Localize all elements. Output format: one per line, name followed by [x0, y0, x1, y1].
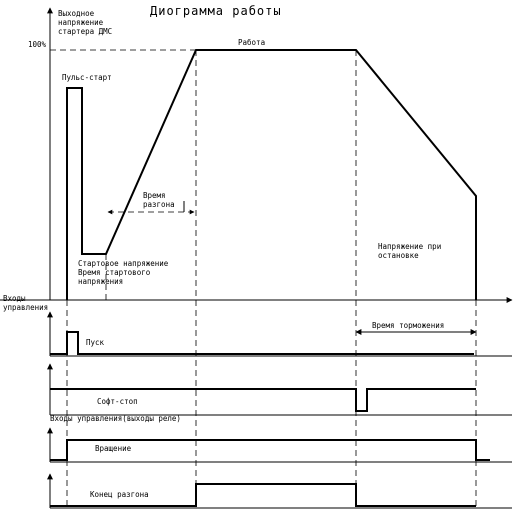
start-voltage-time-label-line-1: Время стартового — [78, 268, 151, 277]
diagram-title: Диограмма работы — [150, 4, 282, 18]
y-axis-label-line-1: Выходное — [58, 9, 95, 18]
y-axis-label-line-2: напряжение — [58, 18, 104, 27]
stop-voltage-label-line-2: остановке — [378, 251, 419, 260]
stop-voltage-label-line-1: Напряжение при — [378, 242, 441, 251]
accel-time-label-line-2: разгона — [143, 200, 175, 209]
accel-end-label: Конец разгона — [90, 490, 149, 499]
accel-end-signal — [50, 483, 476, 507]
accel-time-label-line-1: Время — [143, 191, 166, 200]
start-voltage-time-label-line-2: напряжения — [78, 277, 123, 286]
start-signal-label: Пуск — [86, 338, 105, 347]
rotation-label: Вращение — [95, 444, 132, 453]
work-label: Работа — [238, 38, 265, 47]
y-axis-label: Выходное напряжение стартера ДМС — [58, 9, 112, 36]
control-outputs-label: Входы управления(выходы реле) — [50, 414, 181, 423]
start-signal-pulse — [50, 331, 474, 355]
soft-stop-signal — [50, 388, 476, 412]
soft-stop-label: Софт-стоп — [97, 397, 138, 406]
y-axis-label-line-3: стартера ДМС — [58, 27, 112, 36]
pulse-start-label: Пульс-старт — [62, 73, 112, 82]
start-voltage-label: Стартовое напряжение — [78, 259, 169, 268]
rotation-signal — [50, 439, 490, 461]
brake-time-label: Время торможения — [372, 321, 444, 330]
control-inputs-label-line-1: Входы — [3, 294, 26, 303]
y-tick-100: 100% — [28, 40, 47, 49]
control-inputs-label-line-2: управления — [3, 303, 48, 312]
